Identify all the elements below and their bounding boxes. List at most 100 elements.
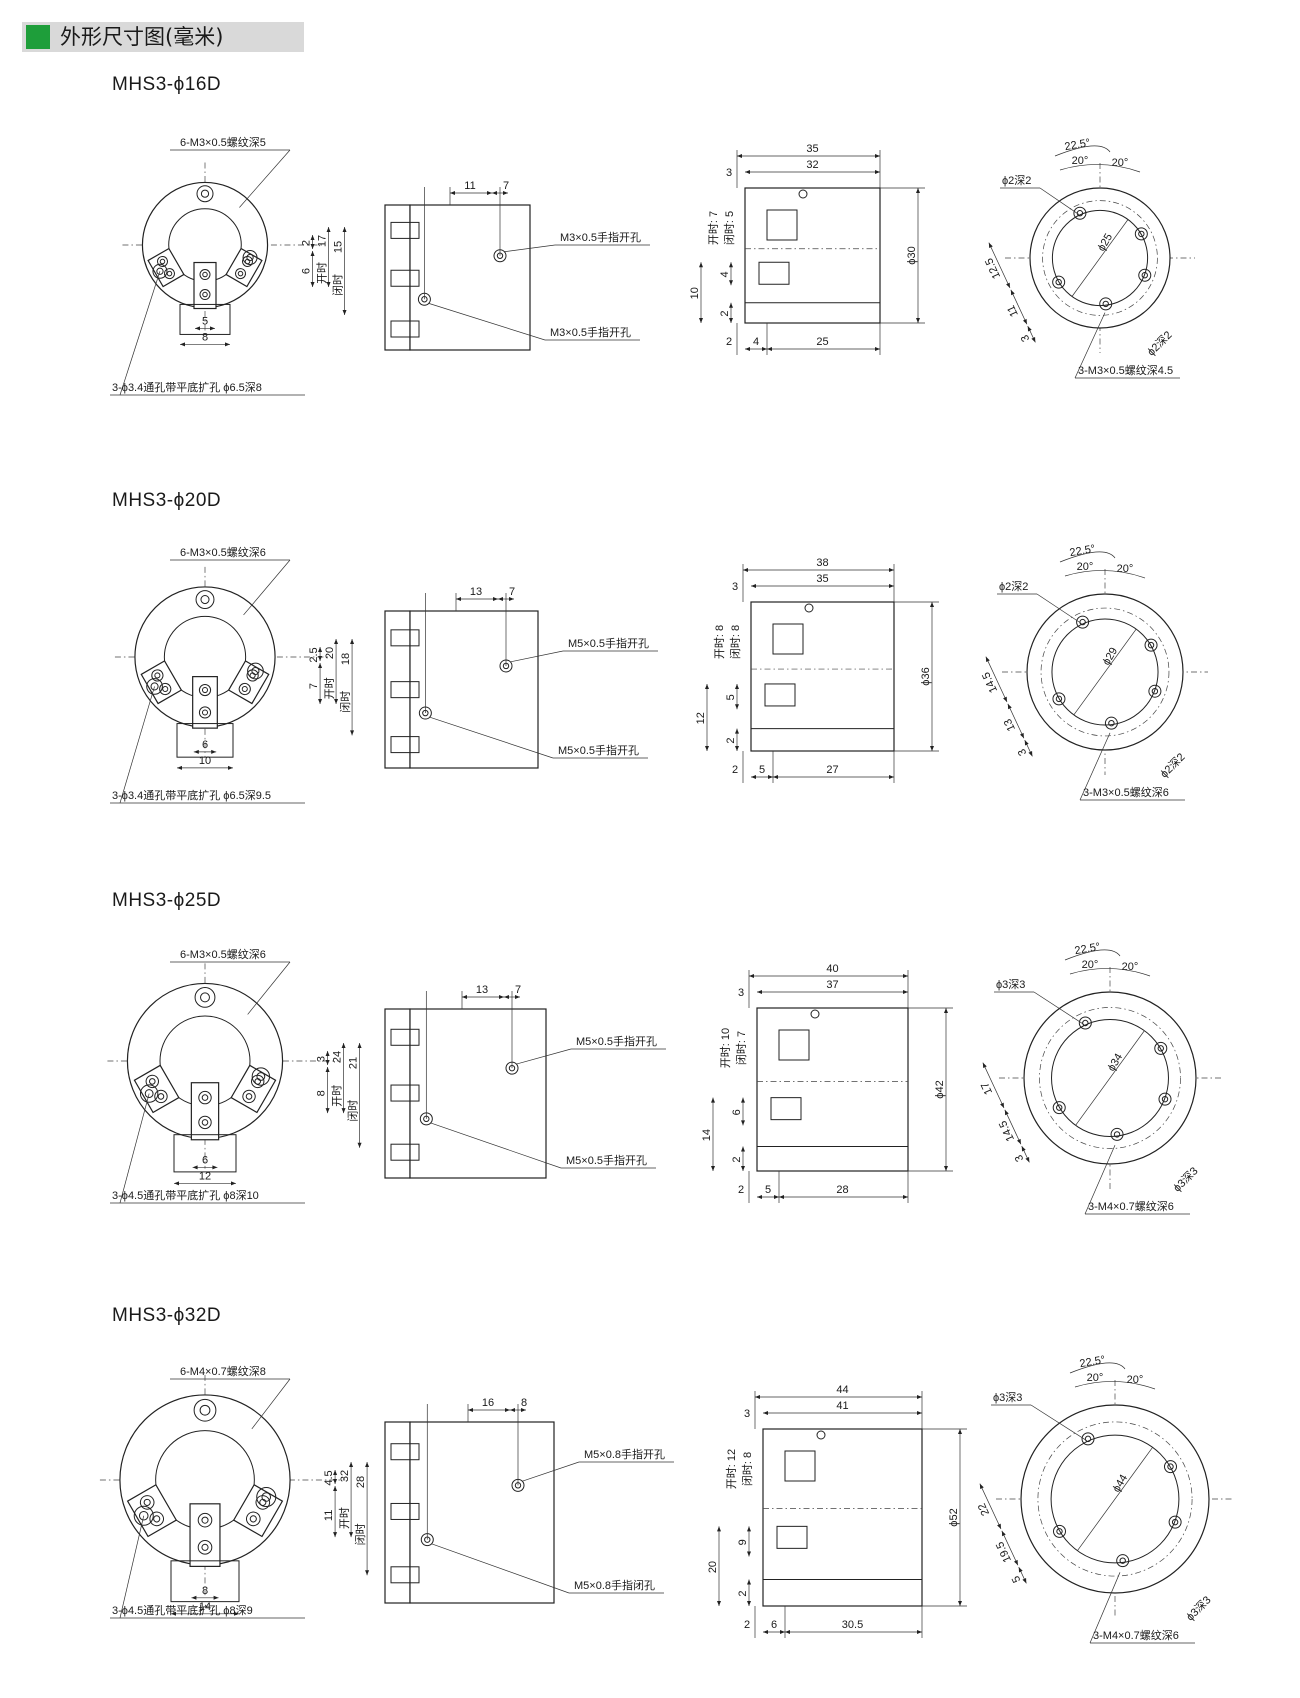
mount-flange <box>179 303 231 335</box>
leader-line <box>1036 593 1082 624</box>
arrowhead <box>1028 751 1033 757</box>
bottom-view: ϕ3422.5°20°20°ϕ3深31714.53ϕ3深33-M4×0.7螺纹深… <box>979 941 1221 1215</box>
dim-label: 闭时 <box>347 1100 360 1122</box>
arrowhead <box>191 1595 197 1600</box>
arrowhead <box>225 342 230 347</box>
screw-hole-inner <box>200 595 210 605</box>
screw-hole-inner <box>162 685 169 693</box>
arrowhead <box>318 647 323 652</box>
screw-hole <box>1163 1460 1177 1474</box>
arrowhead <box>757 990 762 994</box>
dim-label: 9 <box>737 1539 749 1545</box>
open-label: 开时: 8 <box>713 625 726 659</box>
dim-label: ϕ36 <box>920 667 932 685</box>
dim-label: 8 <box>521 1397 527 1409</box>
dim-l-a <box>982 1062 1005 1109</box>
dim-label: 41 <box>836 1400 848 1412</box>
screw-hole-inner <box>237 270 244 277</box>
port-close-label: M5×0.8手指闭孔 <box>574 1578 655 1592</box>
screw-hole <box>1076 615 1090 629</box>
screw-hole-inner <box>143 1498 151 1506</box>
leader-line <box>119 1515 145 1619</box>
thread-callout-label: 6-M3×0.5螺纹深5 <box>180 135 266 149</box>
side-slot <box>390 681 420 699</box>
arrowhead <box>1031 337 1036 343</box>
model-title: MHS3-ϕ32D <box>112 1305 222 1326</box>
screw-hole-inner <box>246 253 254 262</box>
screw-hole <box>1104 716 1118 730</box>
screw-hole-inner <box>201 687 209 694</box>
arrowhead <box>210 326 215 331</box>
arrowhead <box>767 347 772 351</box>
arrowhead <box>917 1630 922 1634</box>
arrowhead <box>773 775 778 779</box>
jaw-block <box>189 1503 221 1567</box>
arrowhead <box>515 995 520 999</box>
side-slot <box>390 320 420 338</box>
screw-hole-inner <box>201 1543 209 1551</box>
dim-label: 开时 <box>323 677 336 699</box>
dim-label: 2 <box>725 738 737 744</box>
arrowhead <box>498 597 503 601</box>
side-body <box>409 610 539 769</box>
arrowhead <box>326 282 331 287</box>
arrowhead <box>745 347 750 351</box>
leader-line <box>119 271 161 396</box>
section-header: 外形尺寸图(毫米) <box>22 22 304 52</box>
arrowhead <box>487 191 492 195</box>
arrowhead <box>180 342 185 347</box>
arrowhead <box>342 227 347 232</box>
jaw-block <box>190 1082 220 1141</box>
arrowhead <box>762 347 767 351</box>
arrowhead <box>889 568 894 572</box>
dim-label: 6 <box>301 268 313 274</box>
arrowhead <box>365 1570 370 1576</box>
screw-hole <box>198 706 212 719</box>
arrowhead <box>737 154 742 158</box>
profile-finger <box>766 209 798 241</box>
pitch-circle <box>1042 200 1158 316</box>
arrowhead <box>729 280 733 286</box>
arrowhead <box>193 749 199 754</box>
side-body <box>409 1008 547 1179</box>
bottom-view: ϕ4422.5°20°20°ϕ3深32219.55ϕ3深33-M4×0.7螺纹深… <box>976 1354 1234 1644</box>
screw-hole-inner <box>138 1510 149 1521</box>
side-slot <box>390 629 420 647</box>
screw-hole <box>251 1067 271 1086</box>
arrowhead <box>213 1595 219 1600</box>
arrowhead <box>705 746 709 751</box>
leader-line <box>1033 991 1085 1025</box>
arrowhead <box>462 995 467 999</box>
screw-hole-inner <box>1056 1104 1063 1111</box>
side-slot <box>390 736 420 754</box>
arrowhead <box>318 656 323 661</box>
dim-label: 12.5 <box>983 256 1003 280</box>
screw-hole <box>198 683 212 697</box>
leader-line <box>251 1378 291 1430</box>
arrowhead <box>729 262 733 268</box>
screw-hole-inner <box>150 682 159 691</box>
arrowhead <box>699 262 703 268</box>
pitch-circle <box>1040 607 1170 737</box>
arrowhead <box>195 326 200 331</box>
hole-callout-label: 3-ϕ4.5通孔带平底扩孔 ϕ8深9 <box>112 1603 253 1617</box>
arrowhead <box>174 1181 179 1186</box>
screw-hole-inner <box>166 270 173 277</box>
arrowhead <box>903 974 908 978</box>
pin-bottom-label: ϕ2深2 <box>1145 329 1175 359</box>
arrowhead <box>979 1483 984 1490</box>
arrowhead <box>1013 1559 1018 1566</box>
screw-hole-inner <box>261 1492 272 1502</box>
model-title: MHS3-ϕ20D <box>112 490 222 511</box>
screw-hole-inner <box>199 1404 211 1416</box>
screw-hole <box>1081 1432 1095 1446</box>
dim-label: 5 <box>765 1184 771 1196</box>
thread-bottom-label: 3-M4×0.7螺纹深6 <box>1088 1199 1174 1213</box>
dim-label: 37 <box>826 979 838 991</box>
dim-label: 20° <box>1072 155 1089 167</box>
arrowhead <box>705 683 709 689</box>
screw-hole <box>199 269 211 281</box>
model-drawing-row: 6102.5720开时18闭时6-M3×0.5螺纹深63-ϕ3.4通孔带平底扩孔… <box>110 543 1208 804</box>
arrowhead <box>341 1108 346 1114</box>
